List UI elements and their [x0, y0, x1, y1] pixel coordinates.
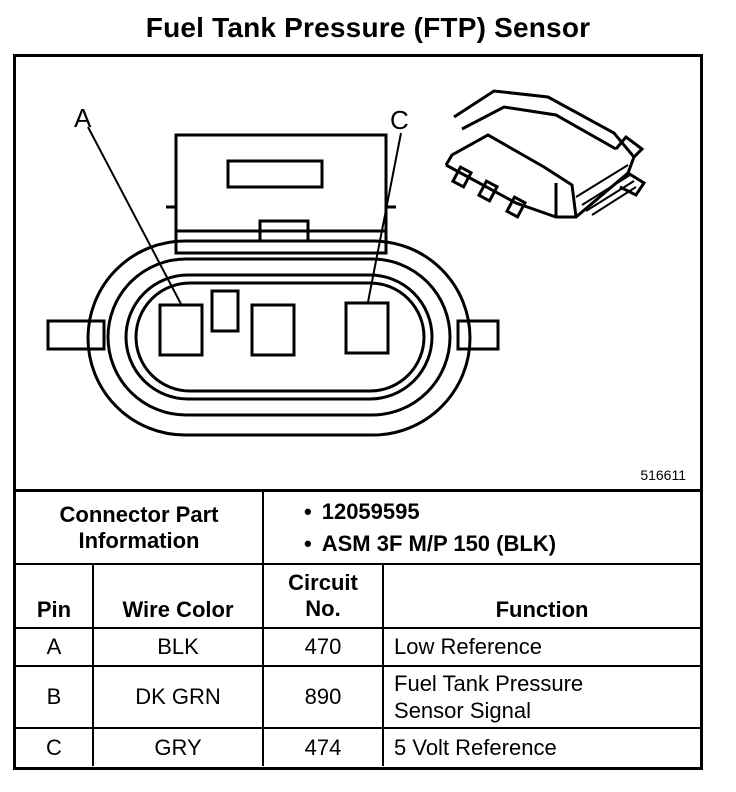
leader-a	[87, 126, 182, 305]
cavity-c	[344, 301, 390, 355]
connector-info-label: Connector Part Information	[16, 492, 265, 565]
row-function: Fuel Tank Pressure Sensor Signal	[382, 665, 701, 729]
part-description: ASM 3F M/P 150 (BLK)	[304, 528, 700, 560]
page-title: Fuel Tank Pressure (FTP) Sensor	[145, 12, 591, 43]
part-info: 12059595 ASM 3F M/P 150 (BLK)	[262, 492, 701, 565]
right-tab	[456, 319, 500, 351]
latch-window	[226, 159, 324, 189]
header-circuit: Circuit No.	[262, 563, 385, 629]
table-row: B DK GRN 890 Fuel Tank Pressure Sensor S…	[16, 665, 701, 729]
latch-housing	[174, 133, 388, 255]
connector-drawing: A C	[46, 89, 647, 437]
header-pin: Pin	[16, 563, 94, 629]
leader-c	[367, 132, 402, 303]
iso-top	[453, 89, 636, 174]
left-tab	[46, 319, 106, 351]
diagram-frame: A C 516611 Connector Part Information 12…	[13, 54, 703, 770]
pinout-table: Connector Part Information 12059595 ASM …	[16, 489, 701, 766]
pin-c-label: C	[390, 105, 409, 135]
connector-diagram: A C 516611	[16, 57, 700, 489]
row-pin: C	[16, 727, 94, 766]
table-row: C GRY 474 5 Volt Reference	[16, 727, 701, 766]
row-wire-color: DK GRN	[91, 665, 265, 729]
table-row: A BLK 470 Low Reference	[16, 627, 701, 667]
part-number: 12059595	[304, 496, 700, 528]
cavity-a	[158, 303, 204, 357]
cavity-b	[250, 303, 296, 357]
row-wire-color: GRY	[91, 727, 265, 766]
figure-id: 516611	[640, 467, 686, 483]
connector-body	[86, 239, 472, 437]
row-pin: B	[16, 665, 94, 729]
row-function: Low Reference	[382, 627, 701, 667]
header-function: Function	[382, 563, 701, 629]
row-wire-color: BLK	[91, 627, 265, 667]
key-slot	[210, 289, 240, 333]
row-circuit: 470	[262, 627, 385, 667]
row-pin: A	[16, 627, 94, 667]
row-function: 5 Volt Reference	[382, 727, 701, 766]
row-circuit: 890	[262, 665, 385, 729]
row-circuit: 474	[262, 727, 385, 766]
header-wire-color: Wire Color	[91, 563, 265, 629]
pin-a-label: A	[74, 103, 92, 133]
